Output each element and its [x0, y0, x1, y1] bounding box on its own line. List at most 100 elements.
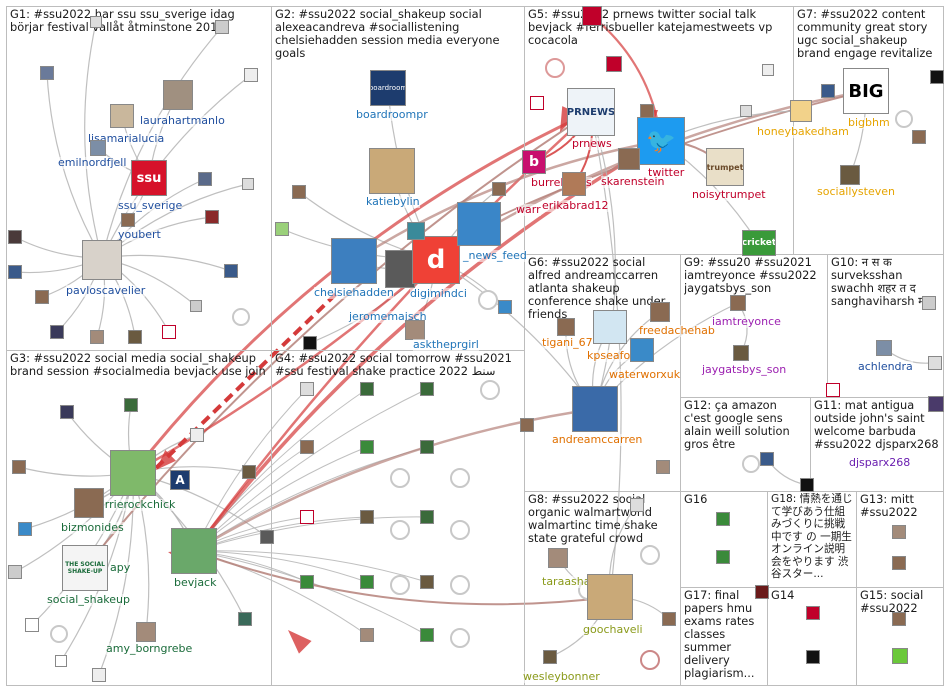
vertex-g3-small[interactable]	[8, 565, 22, 579]
vertex-g4-small[interactable]	[360, 628, 374, 642]
vertex-youbert[interactable]	[121, 213, 135, 227]
vertex-achlendra[interactable]	[876, 340, 892, 356]
vertex-g3-small[interactable]	[190, 428, 204, 442]
vertex-prnews[interactable]: PRNEWS	[567, 88, 615, 136]
vertex-g6-small[interactable]	[656, 460, 670, 474]
vertex-pavloscavelier[interactable]	[82, 240, 122, 280]
vertex-g17-small[interactable]	[662, 612, 676, 626]
vertex-g6-small[interactable]	[520, 418, 534, 432]
vertex-g1-small[interactable]	[190, 300, 202, 312]
vertex-g4-small[interactable]	[420, 575, 434, 589]
vertex-g4-small[interactable]	[360, 510, 374, 524]
vertex-g1-small[interactable]	[90, 16, 102, 28]
vertex-burrellesus[interactable]: b	[522, 150, 546, 174]
vertex-bizmonides[interactable]	[74, 488, 104, 518]
vertex-djsparx268[interactable]	[928, 396, 944, 412]
vertex-g14-small[interactable]	[806, 606, 820, 620]
vertex-g3-small[interactable]	[260, 530, 274, 544]
vertex-g1-small[interactable]	[242, 178, 254, 190]
vertex-g5-small[interactable]	[762, 64, 774, 76]
vertex-g16-small[interactable]	[716, 550, 730, 564]
vertex-g3-small[interactable]	[92, 668, 106, 682]
vertex-g4-small[interactable]	[420, 628, 434, 642]
vertex-g4-small[interactable]	[360, 382, 374, 396]
vertex-g10-small[interactable]	[928, 356, 942, 370]
vertex-g1-small[interactable]	[40, 66, 54, 80]
vertex-lisamarialucia[interactable]	[110, 104, 134, 128]
vertex-g2-small[interactable]	[303, 336, 317, 350]
vertex-bevjack[interactable]	[171, 528, 217, 574]
vertex-g4-small[interactable]	[420, 440, 434, 454]
vertex-skarenstein[interactable]	[618, 148, 640, 170]
vertex-honeybakedham[interactable]	[790, 100, 812, 122]
vertex-g7-small[interactable]	[821, 84, 835, 98]
vertex-g3-small[interactable]	[238, 612, 252, 626]
vertex-g1-small[interactable]	[244, 68, 258, 82]
vertex-g5-small[interactable]	[740, 105, 752, 117]
vertex-g2-small[interactable]	[407, 222, 425, 240]
vertex-g16-small[interactable]	[716, 512, 730, 526]
vertex-g15-small[interactable]	[892, 648, 908, 664]
vertex-freedachehab[interactable]	[650, 302, 670, 322]
vertex-erikabrad12[interactable]	[562, 172, 586, 196]
vertex-g12-small[interactable]	[800, 478, 814, 492]
vertex-g4-small[interactable]	[420, 510, 434, 524]
vertex-bigbhm[interactable]: BIG	[843, 68, 889, 114]
vertex-g2-small[interactable]	[292, 185, 306, 199]
vertex-g8-small[interactable]	[543, 650, 557, 664]
vertex-tigani[interactable]	[557, 318, 575, 336]
vertex-g8-small[interactable]	[630, 498, 644, 512]
vertex-g1-small[interactable]	[215, 20, 229, 34]
vertex-amy_borngrebe[interactable]	[136, 622, 156, 642]
vertex-g15-small[interactable]	[892, 612, 906, 626]
vertex-g1-small[interactable]	[205, 210, 219, 224]
vertex-g10-small[interactable]	[922, 296, 936, 310]
vertex-g1-small[interactable]	[35, 290, 49, 304]
vertex-g5-small[interactable]	[640, 104, 654, 118]
vertex-g1-small[interactable]	[8, 230, 22, 244]
vertex-g7-small[interactable]	[930, 70, 944, 84]
vertex-g12-small[interactable]	[760, 452, 774, 466]
vertex-g13-small[interactable]	[892, 525, 906, 539]
vertex-g14-small[interactable]	[755, 585, 769, 599]
vertex-g4-small[interactable]	[360, 575, 374, 589]
vertex-g1-small[interactable]	[90, 330, 104, 344]
vertex-g4-small[interactable]	[300, 575, 314, 589]
vertex-g5-small[interactable]	[606, 56, 622, 72]
vertex-g7-small[interactable]	[912, 130, 926, 144]
vertex-g5-small[interactable]	[530, 96, 544, 110]
vertex-g1-small[interactable]	[128, 330, 142, 344]
vertex-g4-small[interactable]	[300, 382, 314, 396]
vertex-news_feed[interactable]	[457, 202, 501, 246]
vertex-digimindci[interactable]: d	[412, 236, 460, 284]
vertex-g14-small[interactable]	[806, 650, 820, 664]
vertex-g3-small[interactable]	[60, 405, 74, 419]
vertex-carrierockchick[interactable]	[110, 450, 156, 496]
vertex-jaygatsbys_son[interactable]	[733, 345, 749, 361]
vertex-emilnordfjell[interactable]	[90, 140, 106, 156]
vertex-g4-small[interactable]	[300, 440, 314, 454]
vertex-ssu_sverige[interactable]: ssu	[131, 160, 167, 196]
vertex-g1-small[interactable]	[162, 325, 176, 339]
vertex-g10-small[interactable]	[826, 383, 840, 397]
vertex-cricket[interactable]: cricket	[742, 230, 776, 256]
vertex-g3-small[interactable]	[55, 655, 67, 667]
vertex-g3-small[interactable]	[12, 460, 26, 474]
vertex-g4-small[interactable]	[360, 440, 374, 454]
vertex-noisytrumpet[interactable]: trumpet	[706, 148, 744, 186]
vertex-boardroompr[interactable]: boardroom	[370, 70, 406, 106]
vertex-g1-small[interactable]	[198, 172, 212, 186]
vertex-goochaveli[interactable]	[587, 574, 633, 620]
vertex-chelsiehadden[interactable]	[331, 238, 377, 284]
vertex-andreamccarren[interactable]	[572, 386, 618, 432]
vertex-g2-small[interactable]	[492, 182, 506, 196]
vertex-g3-small[interactable]	[242, 465, 256, 479]
vertex-social_shakeup[interactable]: THE SOCIAL SHAKE-UP	[62, 545, 108, 591]
vertex-g1-small[interactable]	[50, 325, 64, 339]
vertex-kpseafood[interactable]	[593, 310, 627, 344]
vertex-taraasha[interactable]	[548, 548, 568, 568]
vertex-g3-small[interactable]	[18, 522, 32, 536]
vertex-laurahartmanlo[interactable]	[163, 80, 193, 110]
vertex-waterworxuk[interactable]	[630, 338, 654, 362]
vertex-g4-small[interactable]	[300, 510, 314, 524]
